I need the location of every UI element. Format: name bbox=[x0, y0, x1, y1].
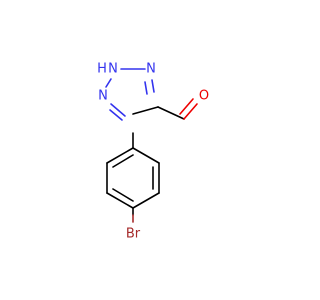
atom-n3: N bbox=[98, 89, 108, 104]
bond-n2-c4 bbox=[151, 79, 155, 93]
atom-n1: N bbox=[108, 62, 118, 77]
bond-ar-4-inner bbox=[112, 188, 134, 202]
molecule-structure: H N N N O Br bbox=[97, 62, 209, 242]
bond-cho-o bbox=[183, 103, 198, 120]
bond-n3-c5 bbox=[110, 103, 126, 117]
atom-o: O bbox=[199, 89, 209, 104]
bond-ar-1 bbox=[132, 147, 160, 164]
bond-n1-n3 bbox=[105, 78, 112, 88]
atom-nh-hydrogen: H bbox=[97, 62, 107, 77]
atom-n2: N bbox=[146, 62, 156, 77]
atom-br: Br bbox=[126, 227, 141, 242]
bond-n2-c4-inner bbox=[144, 81, 148, 95]
bond-ar-6-inner bbox=[112, 154, 134, 168]
bond-cho-o-inner bbox=[179, 98, 194, 115]
bond-n3-c5-inner bbox=[109, 109, 123, 121]
bond-c4-cho bbox=[157, 106, 185, 120]
bond-ar-3 bbox=[132, 192, 160, 209]
bond-ar-4 bbox=[106, 192, 134, 209]
bond-ar-6 bbox=[106, 147, 134, 164]
bond-c4-c5 bbox=[132, 106, 159, 115]
